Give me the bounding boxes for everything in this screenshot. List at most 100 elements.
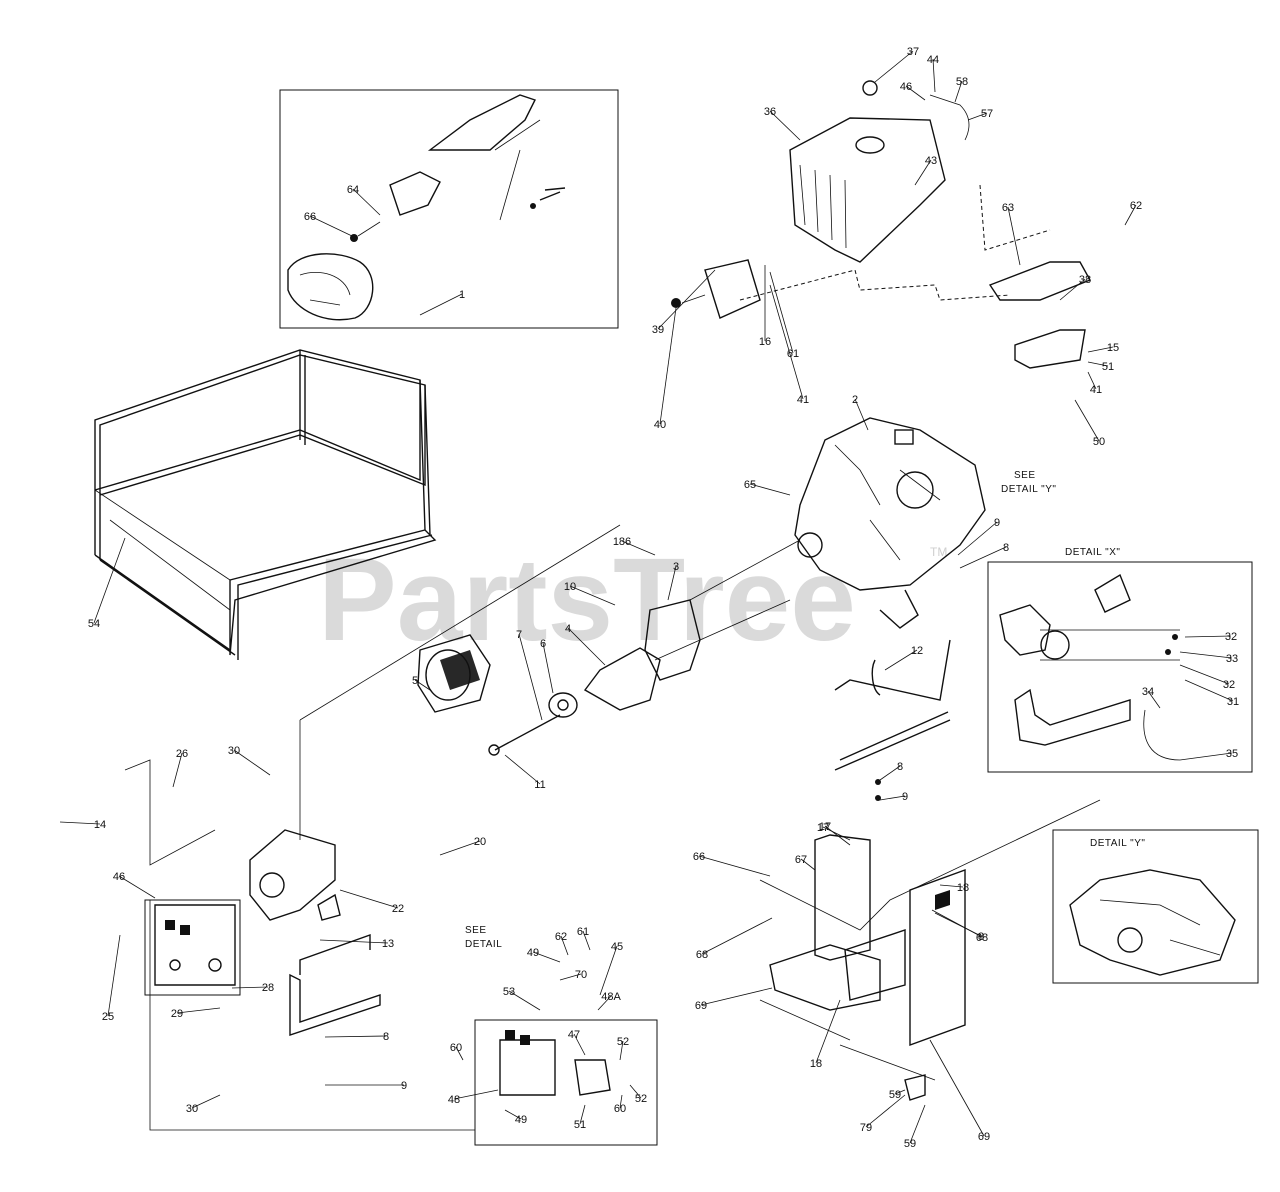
leader-line: [324, 1035, 387, 1038]
leader-line: [542, 642, 554, 694]
see-detail-x-label-line2: DETAIL: [465, 939, 502, 950]
part-number-label: 46: [113, 871, 125, 883]
part-number-label: 38: [1079, 274, 1091, 286]
part-number-label: 11: [534, 779, 545, 791]
leader-line: [504, 1109, 522, 1120]
part-number-label: 30: [228, 745, 240, 757]
part-number-label: 17: [819, 821, 831, 833]
part-number-label: 13: [382, 938, 394, 950]
leader-line: [504, 754, 541, 785]
leader-line: [352, 188, 381, 216]
leader-line: [667, 565, 677, 601]
detail-y-title: DETAIL "Y": [1090, 838, 1145, 849]
leader-line: [879, 765, 901, 781]
leader-line: [957, 521, 998, 556]
leader-line: [914, 159, 932, 186]
part-number-label: 29: [171, 1008, 183, 1020]
part-number-label: 22: [392, 903, 404, 915]
leader-line: [569, 585, 616, 606]
fuel-tank: [789, 80, 970, 263]
part-number-label: 53: [503, 986, 515, 998]
part-number-label: 47: [568, 1029, 580, 1041]
leader-line: [822, 826, 851, 841]
leader-line: [884, 649, 918, 671]
leader-line: [191, 1094, 221, 1109]
part-number-label: 36: [764, 106, 776, 118]
leader-line: [1179, 651, 1233, 659]
part-number-label: 51: [574, 1119, 586, 1131]
part-number-label: 18: [957, 882, 969, 894]
leader-line: [319, 939, 389, 944]
part-number-label: 54: [88, 618, 100, 630]
see-detail-x-label: SEE: [465, 925, 487, 936]
part-number-label: 69: [695, 1000, 707, 1012]
part-number-label: 16: [759, 336, 771, 348]
part-number-label: 32: [1223, 679, 1235, 691]
leader-line: [701, 917, 773, 955]
leader-line: [905, 85, 926, 101]
leader-line: [414, 679, 431, 691]
leader-line: [932, 58, 936, 93]
inset-top-left: [279, 89, 619, 329]
part-number-label: 20: [474, 836, 486, 848]
part-number-label: 17: [817, 822, 829, 834]
part-number-label: 31: [1227, 696, 1239, 708]
muffler-assembly: [769, 834, 966, 1101]
part-number-label: 32: [1225, 631, 1237, 643]
leader-line: [1184, 635, 1232, 638]
part-number-label: 69: [978, 1131, 990, 1143]
control-panel-left: [144, 899, 241, 996]
part-number-label: 14: [94, 819, 106, 831]
leader-line: [629, 1084, 642, 1099]
leader-line: [339, 889, 399, 909]
part-number-label: 9: [902, 791, 908, 803]
leader-line: [894, 1089, 906, 1095]
part-number-label: 67: [795, 854, 807, 866]
part-number-label: 60: [450, 1042, 462, 1054]
leader-line: [1059, 278, 1086, 301]
leader-line: [967, 112, 988, 121]
leader-line: [1087, 371, 1097, 390]
leader-line: [1087, 361, 1109, 367]
part-number-label: 68: [696, 949, 708, 961]
leader-line: [800, 858, 816, 871]
engine: [794, 417, 986, 629]
leader-line: [874, 50, 914, 83]
part-number-label: 8: [978, 931, 984, 943]
part-number-label: 49: [515, 1114, 527, 1126]
part-number-label: 12: [911, 645, 923, 657]
leader-line: [518, 633, 543, 721]
watermark-tm: TM: [930, 545, 947, 559]
leader-line: [59, 821, 101, 825]
guide-line: [124, 759, 216, 866]
guide-line: [149, 900, 475, 1131]
leader-line: [939, 884, 964, 888]
part-number-label: 10: [564, 581, 576, 593]
leader-line: [419, 293, 463, 316]
part-number-label: 35: [1226, 748, 1238, 760]
part-number-label: 18: [810, 1058, 822, 1070]
part-number-label: 51: [1102, 361, 1114, 373]
watermark-text: PartsTree: [318, 534, 856, 666]
handle-bottom: [289, 934, 381, 1036]
leader-line: [621, 540, 656, 556]
part-number-label: 8: [1003, 542, 1009, 554]
leader-line: [815, 999, 841, 1064]
part-number-label: 9: [994, 517, 1000, 529]
leader-line: [532, 951, 561, 963]
part-number-label: 59: [889, 1089, 901, 1101]
leader-line: [1184, 679, 1234, 702]
part-number-label: 64: [347, 184, 359, 196]
shroud-parts: [671, 259, 1091, 369]
guide-line: [739, 269, 1011, 301]
leader-line: [929, 1039, 985, 1137]
part-number-label: 70: [575, 969, 587, 981]
detail-x-title: DETAIL "X": [1065, 547, 1120, 558]
leader-line: [567, 627, 606, 666]
leader-line: [176, 1007, 221, 1014]
part-number-label: 57: [981, 108, 993, 120]
part-number-label: 25: [102, 1011, 114, 1023]
leader-line: [579, 1104, 586, 1125]
leader-line: [619, 1094, 623, 1109]
leader-line: [657, 269, 716, 330]
